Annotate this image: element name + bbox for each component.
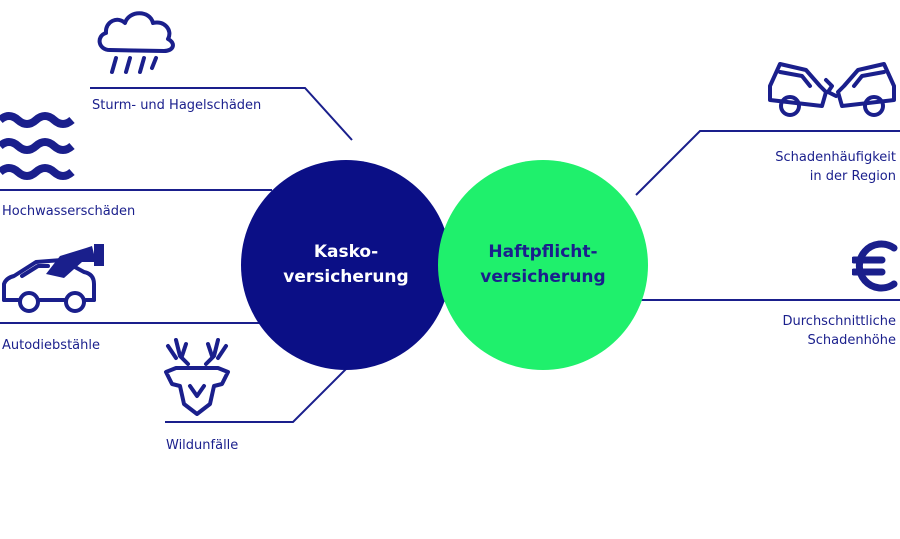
label-sturm: Sturm- und Hagelschäden: [92, 98, 262, 113]
label-hochwasser: Hochwasserschäden: [2, 204, 136, 219]
label-schadenhaeufigkeit-line1: Schadenhäufigkeit: [775, 150, 896, 165]
label-schadenhaeufigkeit-line2: in der Region: [809, 169, 896, 184]
label-schadenhaeufigkeit: Schadenhäufigkeit in der Region: [775, 148, 896, 186]
car-crash-icon: [768, 62, 896, 117]
euro-icon: [852, 240, 898, 292]
label-autodiebstahl: Autodiebstähle: [2, 338, 100, 353]
kasko-circle: Kasko- versicherung: [241, 160, 451, 370]
kasko-label: Kasko- versicherung: [283, 242, 409, 287]
label-schadenhoehe-line1: Durchschnittliche: [782, 314, 896, 329]
rain-cloud-icon: [97, 11, 175, 74]
label-schadenhoehe-line2: Schadenhöhe: [807, 333, 896, 348]
label-schadenhoehe: Durchschnittliche Schadenhöhe: [782, 312, 896, 350]
haftpflicht-circle: Haftpflicht- versicherung: [438, 160, 648, 370]
haftpflicht-label: Haftpflicht- versicherung: [480, 242, 606, 287]
connector-schadenhaeufigkeit: [635, 130, 900, 196]
deer-icon: [164, 338, 230, 416]
waves-icon: [0, 112, 75, 180]
connector-sturm: [90, 87, 353, 141]
car-theft-icon: [2, 244, 104, 313]
label-wildunfall: Wildunfälle: [166, 438, 239, 453]
connector-wildunfall: [165, 362, 353, 423]
